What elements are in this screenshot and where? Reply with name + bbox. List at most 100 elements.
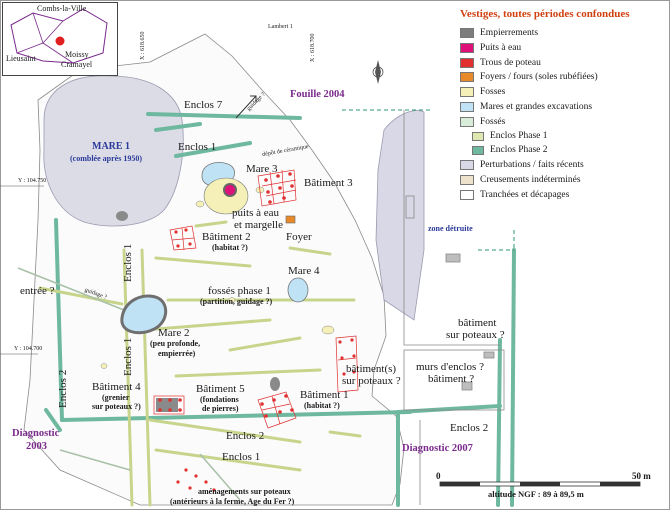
coord-ticks [0, 185, 44, 355]
legend-item-label: Foyers / fours (soles rubéfiées) [480, 72, 598, 82]
puits-label-1: puits à eau [232, 207, 280, 219]
legend-item-label: Trous de poteau [480, 58, 541, 68]
batiment-3-label: Bâtiment 3 [304, 177, 353, 189]
legend-item: Enclos Phase 2 [472, 143, 548, 157]
enclos-1-top-label: Enclos 1 [178, 141, 217, 153]
legend-swatch [472, 145, 484, 155]
legend-swatch [460, 117, 474, 127]
diagnostic-2007-label: Diagnostic 2007 [402, 443, 473, 454]
legend-item: Perturbations / faits récents [460, 158, 584, 172]
lambert-label: Lambert 1 [268, 24, 293, 30]
legend-swatch [460, 28, 474, 38]
scale-start: 0 [436, 471, 441, 481]
batiment-1-sublabel: (habitat ?) [304, 401, 340, 410]
batiment-4-label: Bâtiment 4 [92, 381, 141, 393]
puits-fosse [203, 177, 249, 215]
scale-end: 50 m [632, 471, 651, 481]
murs-enclos-sublabel: bâtiment ? [428, 373, 475, 385]
enclos-2-vertical-label: Enclos 2 [57, 369, 69, 408]
location-inset: Combs-la-Ville Lieusaint Moissy Cramayel [2, 2, 118, 76]
legend-swatch [460, 58, 474, 68]
legend-item: Fossés [460, 115, 505, 129]
inset-town-right-1: Moissy [65, 50, 89, 59]
legend-item-label: Enclos Phase 2 [490, 145, 548, 155]
legend-swatch [460, 43, 474, 53]
fouille-2004-label: Fouille 2004 [290, 89, 345, 100]
mare-1-sublabel: (comblée après 1950) [70, 154, 142, 163]
coord-x1: X : 618.650 [140, 31, 146, 61]
fosses-phase-1-sublabel: (partition, guidage ?) [200, 297, 273, 306]
batiment-4-sublabel-2: sur poteaux ?) [92, 402, 141, 411]
legend-item: Empierrements [460, 26, 538, 40]
site-location-marker [55, 36, 65, 46]
entree-label: entrée ? [20, 285, 55, 297]
zone-detruite [375, 110, 425, 321]
legend-item: Fosses [460, 85, 505, 99]
inset-town-right-2: Cramayel [61, 60, 93, 69]
mare-1-label: MARE 1 [92, 141, 131, 152]
mare-4-label: Mare 4 [288, 265, 320, 277]
enclos-2-right-label: Enclos 2 [450, 422, 489, 434]
legend-item-label: Empierrements [480, 28, 539, 38]
post-hole-dots [158, 172, 356, 492]
legend-swatch [460, 190, 474, 200]
diagnostic-2003-label-2: 2003 [26, 441, 47, 452]
legend-item: Mares et grandes excavations [460, 100, 592, 114]
legend-swatch [460, 160, 474, 170]
batiment-1-label: Bâtiment 1 [300, 389, 349, 401]
batiments-sublabel: sur poteaux ? [342, 375, 401, 387]
altitude-label: altitude NGF : 89 à 89,5 m [488, 489, 584, 499]
fosses-phase-1-label: fossés phase 1 [208, 285, 271, 297]
batiment-right-label: bâtiment [458, 317, 497, 329]
enclos-phase-1 [38, 220, 362, 507]
murs-enclos-label: murs d'enclos ? [416, 361, 484, 373]
enclos-7-label: Enclos 7 [184, 99, 223, 111]
legend-swatch [460, 87, 474, 97]
legend-item-label: Creusements indéterminés [480, 175, 581, 185]
legend-title: Vestiges, toutes périodes confondues [460, 8, 630, 20]
puits-a-eau [223, 183, 237, 197]
batiment-2-label: Bâtiment 2 [202, 231, 251, 243]
puits-label-2: et margelle [234, 219, 283, 231]
mare-2-label: Mare 2 [158, 327, 190, 339]
legend-item-label: Mares et grandes excavations [480, 102, 593, 112]
mare-1-stone [116, 211, 128, 221]
inset-town-top: Combs-la-Ville [37, 4, 87, 13]
amenagements-sublabel: (antérieurs à la ferme, Age du Fer ?) [170, 497, 295, 506]
diagnostic-2007-outlines [403, 110, 505, 505]
batiment-5-sublabel-2: de pierres) [202, 404, 239, 413]
legend-item: Foyers / fours (soles rubéfiées) [460, 70, 598, 84]
coord-y1: Y : 104.750 [18, 178, 47, 184]
amenagements-label: aménagements sur poteaux [198, 487, 291, 496]
legend-item-label: Tranchées et décapages [480, 190, 570, 200]
legend-item-label: Fossés [480, 117, 506, 127]
post-holes [153, 169, 359, 429]
batiment-5-sublabel-1: (fondations [200, 395, 239, 404]
legend-item-label: Perturbations / faits récents [480, 160, 584, 170]
batiment-5-label: Bâtiment 5 [196, 383, 245, 395]
coord-x2: X : 618.700 [310, 33, 316, 63]
legend-item: Creusements indéterminés [460, 173, 581, 187]
mare-2-sublabel-1: (peu profonde, [150, 339, 201, 348]
mare-2 [120, 294, 168, 335]
legend-item: Enclos Phase 1 [472, 129, 548, 143]
batiment-4-sublabel-1: (grenier [102, 393, 130, 402]
legend-item: Puits à eau [460, 41, 521, 55]
foyer-label: Foyer [286, 231, 312, 243]
dashed-limits [342, 109, 515, 251]
north-arrow-icon [372, 60, 384, 84]
fosses-lines [17, 267, 241, 501]
legend-item-label: Puits à eau [480, 43, 522, 53]
legend-item-label: Fosses [480, 87, 506, 97]
enclos-1-bottom-label: Enclos 1 [222, 451, 261, 463]
mare-3-label: Mare 3 [246, 163, 278, 175]
zone-detruite-label: zone détruite [428, 224, 473, 233]
enclos-1-vertical-label-1: Enclos 1 [122, 243, 134, 282]
enclos-phase-2 [44, 112, 516, 507]
coord-y2: Y : 104.700 [14, 346, 43, 352]
mare-2-sublabel-2: empierrée) [158, 349, 196, 358]
mare-4 [287, 277, 309, 303]
legend-item-label: Enclos Phase 1 [490, 131, 548, 141]
legend-swatch [472, 131, 484, 141]
